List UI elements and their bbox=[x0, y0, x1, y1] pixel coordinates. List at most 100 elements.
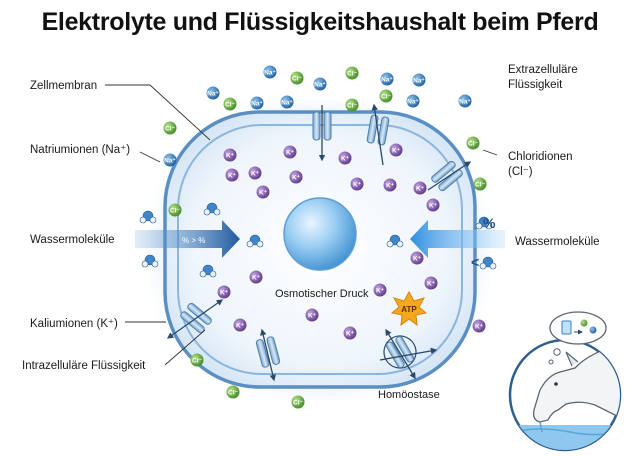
svg-text:Na⁺: Na⁺ bbox=[251, 100, 263, 107]
potassium-ion: K⁺ bbox=[248, 166, 262, 180]
chloride-ion: Cl⁻ bbox=[466, 136, 480, 150]
label-zellmembran: Zellmembran bbox=[30, 80, 97, 92]
svg-text:K⁺: K⁺ bbox=[386, 182, 395, 189]
sodium-ion: Na⁺ bbox=[458, 94, 472, 108]
svg-text:K⁺: K⁺ bbox=[259, 189, 268, 196]
svg-text:Na⁺: Na⁺ bbox=[381, 76, 393, 83]
potassium-ion: K⁺ bbox=[233, 318, 247, 332]
chloride-ion: Cl⁻ bbox=[379, 89, 393, 103]
arrow-mark-left: % > % bbox=[182, 236, 205, 245]
svg-text:K⁺: K⁺ bbox=[308, 312, 317, 319]
chloride-ion: Cl⁻ bbox=[345, 98, 359, 112]
svg-text:K⁺: K⁺ bbox=[376, 287, 385, 294]
svg-text:Cl⁻: Cl⁻ bbox=[192, 357, 203, 364]
svg-text:Cl⁻: Cl⁻ bbox=[468, 140, 479, 147]
sodium-ion: Na⁺ bbox=[406, 94, 420, 108]
label-intrazellulaere-fluessigkeit: Intrazelluläre Flüssigkeit bbox=[22, 360, 146, 372]
leader-lines bbox=[105, 84, 498, 366]
sodium-ion: Na⁺ bbox=[206, 86, 220, 100]
water-molecule bbox=[475, 216, 493, 230]
svg-text:Na⁺: Na⁺ bbox=[314, 81, 326, 88]
svg-text:K⁺: K⁺ bbox=[236, 322, 245, 329]
svg-text:K⁺: K⁺ bbox=[286, 149, 295, 156]
label-homoeostase: Homöostase bbox=[378, 389, 440, 401]
atp-label: ATP bbox=[401, 305, 417, 314]
svg-text:K⁺: K⁺ bbox=[475, 323, 484, 330]
svg-text:Cl⁻: Cl⁻ bbox=[165, 125, 176, 132]
label-wassermolekuele-left: Wassermoleküle bbox=[30, 234, 115, 246]
svg-text:K⁺: K⁺ bbox=[353, 181, 362, 188]
water-molecule bbox=[139, 210, 157, 224]
atp-burst-icon: ATP bbox=[390, 290, 428, 327]
svg-text:K⁺: K⁺ bbox=[429, 202, 438, 209]
sodium-ion: Na⁺ bbox=[250, 96, 264, 110]
potassium-ion: K⁺ bbox=[217, 285, 231, 299]
label-kaliumionen: Kaliumionen (K⁺) bbox=[30, 318, 118, 330]
svg-text:K⁺: K⁺ bbox=[220, 289, 229, 296]
water-molecule bbox=[203, 202, 221, 216]
sodium-ion: Na⁺ bbox=[313, 77, 327, 91]
potassium-ion: K⁺ bbox=[289, 170, 303, 184]
thought-bubble-icon bbox=[548, 311, 607, 365]
chloride-ion: Cl⁻ bbox=[291, 395, 305, 409]
water-inflow-arrow-left: % > % bbox=[135, 220, 240, 258]
sodium-ion: Na⁺ bbox=[163, 153, 177, 167]
svg-text:Cl⁻: Cl⁻ bbox=[475, 181, 486, 188]
potassium-ion: K⁺ bbox=[472, 319, 486, 333]
svg-text:Cl⁻: Cl⁻ bbox=[347, 102, 358, 109]
water-inflow-arrow-right bbox=[410, 220, 505, 258]
horse-drinking-icon bbox=[508, 311, 622, 452]
potassium-ion: K⁺ bbox=[305, 308, 319, 322]
svg-text:K⁺: K⁺ bbox=[252, 274, 261, 281]
water-molecule bbox=[141, 254, 159, 268]
svg-text:Na⁺: Na⁺ bbox=[264, 69, 276, 76]
water-molecule bbox=[199, 264, 217, 278]
svg-text:K⁺: K⁺ bbox=[228, 172, 237, 179]
label-osmotischer-druck: Osmotischer Druck bbox=[275, 288, 369, 300]
water-molecule bbox=[246, 234, 264, 248]
sodium-ion: Na⁺ bbox=[380, 72, 394, 86]
chloride-ion: Cl⁻ bbox=[226, 385, 240, 399]
potassium-ion: K⁺ bbox=[283, 145, 297, 159]
potassium-ion: K⁺ bbox=[410, 251, 424, 265]
label-extrazellulaere-1: Extrazelluläre bbox=[508, 64, 578, 76]
chloride-ion: Cl⁻ bbox=[473, 177, 487, 191]
potassium-ion: K⁺ bbox=[225, 168, 239, 182]
sodium-ion: Na⁺ bbox=[412, 73, 426, 87]
water-molecule bbox=[479, 256, 497, 270]
svg-text:K⁺: K⁺ bbox=[341, 155, 350, 162]
svg-text:K⁺: K⁺ bbox=[392, 147, 401, 154]
ion-channel-icon bbox=[166, 103, 472, 382]
sodium-ion: Na⁺ bbox=[280, 95, 294, 109]
page-title: Elektrolyte und Flüssigkeitshaushalt bei… bbox=[41, 8, 599, 36]
svg-text:K⁺: K⁺ bbox=[346, 330, 355, 337]
svg-text:Cl⁻: Cl⁻ bbox=[225, 101, 236, 108]
potassium-ion: K⁺ bbox=[249, 270, 263, 284]
label-extrazellulaere-2: Flüssigkeit bbox=[508, 79, 563, 91]
potassium-ion: K⁺ bbox=[426, 198, 440, 212]
chloride-ion: Cl⁻ bbox=[223, 97, 237, 111]
svg-text:Cl⁻: Cl⁻ bbox=[347, 70, 358, 77]
svg-text:Na⁺: Na⁺ bbox=[407, 98, 419, 105]
label-chloridionen-1: Chloridionen bbox=[508, 151, 573, 163]
ion-layer: Na⁺ Cl⁻ Na⁺ Cl⁻ Na⁺ Na⁺ Na⁺ Cl⁻ Na⁺ Cl⁻ Na⁺ Na⁺ Cl⁻ N… bbox=[163, 65, 487, 409]
arrow-mark-right-top: % bbox=[483, 215, 496, 231]
svg-text:Na⁺: Na⁺ bbox=[459, 98, 471, 105]
svg-text:K⁺: K⁺ bbox=[427, 280, 436, 287]
svg-text:Cl⁻: Cl⁻ bbox=[228, 389, 239, 396]
sodium-ion: Na⁺ bbox=[263, 65, 277, 79]
svg-text:Na⁺: Na⁺ bbox=[413, 77, 425, 84]
svg-text:K⁺: K⁺ bbox=[292, 174, 301, 181]
water-molecule-icon bbox=[139, 202, 497, 278]
chloride-ion: Cl⁻ bbox=[168, 203, 182, 217]
chloride-ion: Cl⁻ bbox=[163, 121, 177, 135]
potassium-ion: K⁺ bbox=[383, 178, 397, 192]
chloride-ion: Cl⁻ bbox=[345, 66, 359, 80]
potassium-ion: K⁺ bbox=[343, 326, 357, 340]
svg-text:Na⁺: Na⁺ bbox=[164, 157, 176, 164]
svg-text:Cl⁻: Cl⁻ bbox=[293, 399, 304, 406]
potassium-ion: K⁺ bbox=[350, 177, 364, 191]
water-molecule bbox=[386, 234, 404, 248]
potassium-ion: K⁺ bbox=[424, 276, 438, 290]
